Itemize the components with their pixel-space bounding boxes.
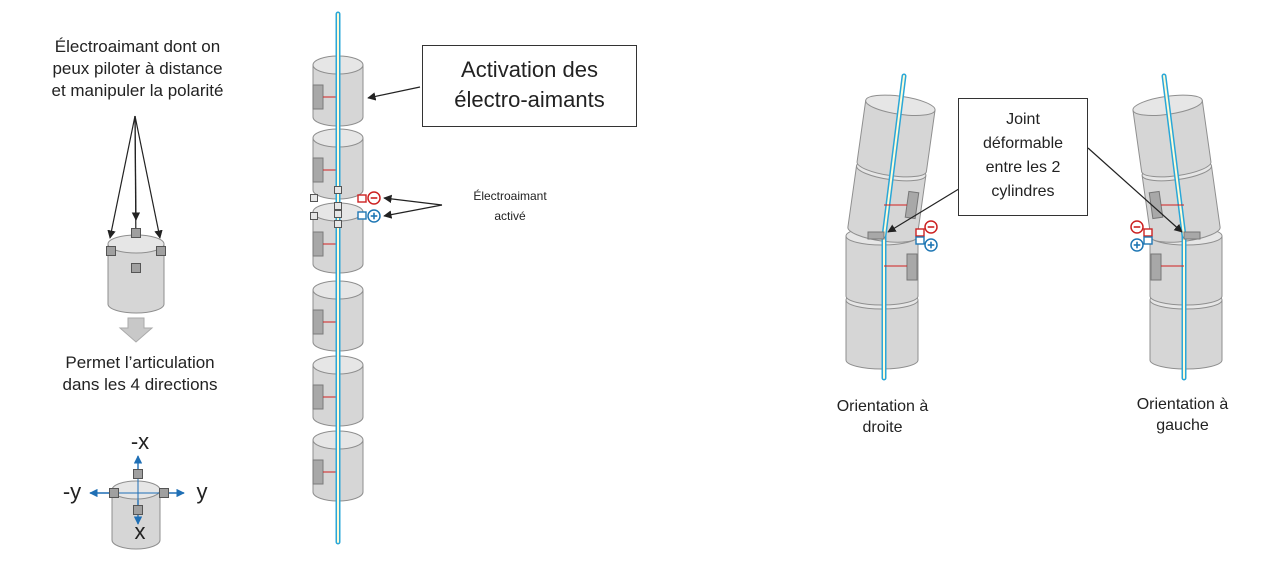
joint-callout-line-3: entre les 2 [985, 159, 1061, 176]
active-electromagnet-label: Électroaimant activé [455, 186, 565, 226]
reference-cylinder [107, 234, 165, 314]
center-panel-artwork [310, 11, 443, 545]
electromagnet-block [312, 84, 324, 110]
cylinder-body [107, 244, 165, 314]
activation-callout-line-1: Activation des [461, 57, 598, 82]
pointer-arrow [134, 115, 163, 239]
joint-node [334, 220, 342, 228]
axis-label-minus-x: -x [130, 429, 150, 454]
articulation-description-line-2: dans les 4 directions [62, 375, 218, 395]
electromagnet-description-line-2: peux piloter à distance [52, 59, 223, 79]
active-node-minus [357, 194, 367, 203]
active-node-plus [357, 211, 367, 220]
active-electromagnet-label-line-2: activé [494, 209, 526, 223]
articulation-description-line-1: Permet l’articulation [65, 353, 215, 372]
down-arrow-icon [118, 317, 154, 343]
plus-polarity-icon [1130, 238, 1144, 252]
right-panel-artwork [845, 73, 1223, 381]
active-node-plus [915, 236, 925, 245]
caption-orientation-right: Orientation à droite [800, 397, 965, 439]
caption-orientation-left: Orientation à gauche [1100, 395, 1265, 437]
node-left [106, 246, 116, 256]
electromagnet-description: Électroaimant dont on peux piloter à dis… [10, 36, 265, 102]
cylinder-top [111, 480, 161, 500]
axis-node-bottom [133, 505, 143, 515]
axis-label-minus-y: -y [62, 479, 82, 504]
electromagnet-block [312, 309, 324, 335]
left-panel-artwork [89, 115, 185, 550]
joint-arrow-left [1087, 147, 1183, 233]
minus-polarity-icon [924, 220, 938, 234]
electromagnet-block [1150, 253, 1162, 281]
activation-callout-line-2: électro-aimants [454, 87, 605, 112]
axis-node-left [109, 488, 119, 498]
column-orientation-right [845, 73, 938, 381]
joint-callout-line-4: cylindres [991, 183, 1055, 200]
axis-label-plus-x: x [134, 519, 146, 544]
joint-callout-line-2: déformable [982, 135, 1064, 152]
joint-node [334, 210, 342, 218]
active-arrow-minus [383, 194, 443, 206]
pointer-arrow [107, 115, 136, 239]
caption-orientation-left-line-1: Orientation à [1136, 396, 1229, 413]
joint-callout: Joint déformable entre les 2 cylindres [958, 98, 1088, 216]
active-node-minus [915, 228, 925, 237]
plus-polarity-icon [367, 209, 381, 223]
active-electromagnet-label-line-1: Électroaimant [473, 189, 547, 203]
guide-rod-upper [1161, 73, 1187, 239]
electromagnet-block [312, 384, 324, 410]
joint-node [334, 202, 342, 210]
deformable-joint [867, 231, 885, 240]
callout-arrow [367, 86, 421, 101]
joint-node [310, 212, 318, 220]
articulation-description: Permet l’articulation dans les 4 directi… [20, 352, 260, 396]
guide-rod-upper [881, 73, 907, 239]
electromagnet-block [312, 459, 324, 485]
electromagnet-block [906, 253, 918, 281]
minus-polarity-icon [1130, 220, 1144, 234]
electromagnet-description-line-1: Électroaimant dont on [54, 37, 221, 56]
caption-orientation-right-line-1: Orientation à [836, 398, 929, 415]
electromagnet-block [312, 231, 324, 257]
axis-label-plus-y: y [196, 479, 208, 504]
active-arrow-plus [383, 204, 443, 219]
joint-node [334, 186, 342, 194]
electromagnet-description-line-3: et manipuler la polarité [51, 81, 224, 101]
rod-inner [1163, 75, 1185, 237]
joint-node [310, 194, 318, 202]
caption-orientation-right-line-2: droite [862, 418, 903, 436]
axis-node-right [159, 488, 169, 498]
active-node-minus [1143, 228, 1153, 237]
active-node-plus [1143, 236, 1153, 245]
column-orientation-left [1130, 73, 1223, 381]
node-right [156, 246, 166, 256]
node-front [131, 263, 141, 273]
activation-callout: Activation des électro-aimants [422, 45, 637, 127]
node-back [131, 228, 141, 238]
deformable-joint [1183, 231, 1201, 240]
plus-polarity-icon [924, 238, 938, 252]
caption-orientation-left-line-2: gauche [1156, 416, 1209, 434]
electromagnet-block [312, 157, 324, 183]
joint-callout-line-1: Joint [1006, 111, 1040, 128]
minus-polarity-icon [367, 191, 381, 205]
rod-inner [883, 75, 905, 237]
axis-node-top [133, 469, 143, 479]
